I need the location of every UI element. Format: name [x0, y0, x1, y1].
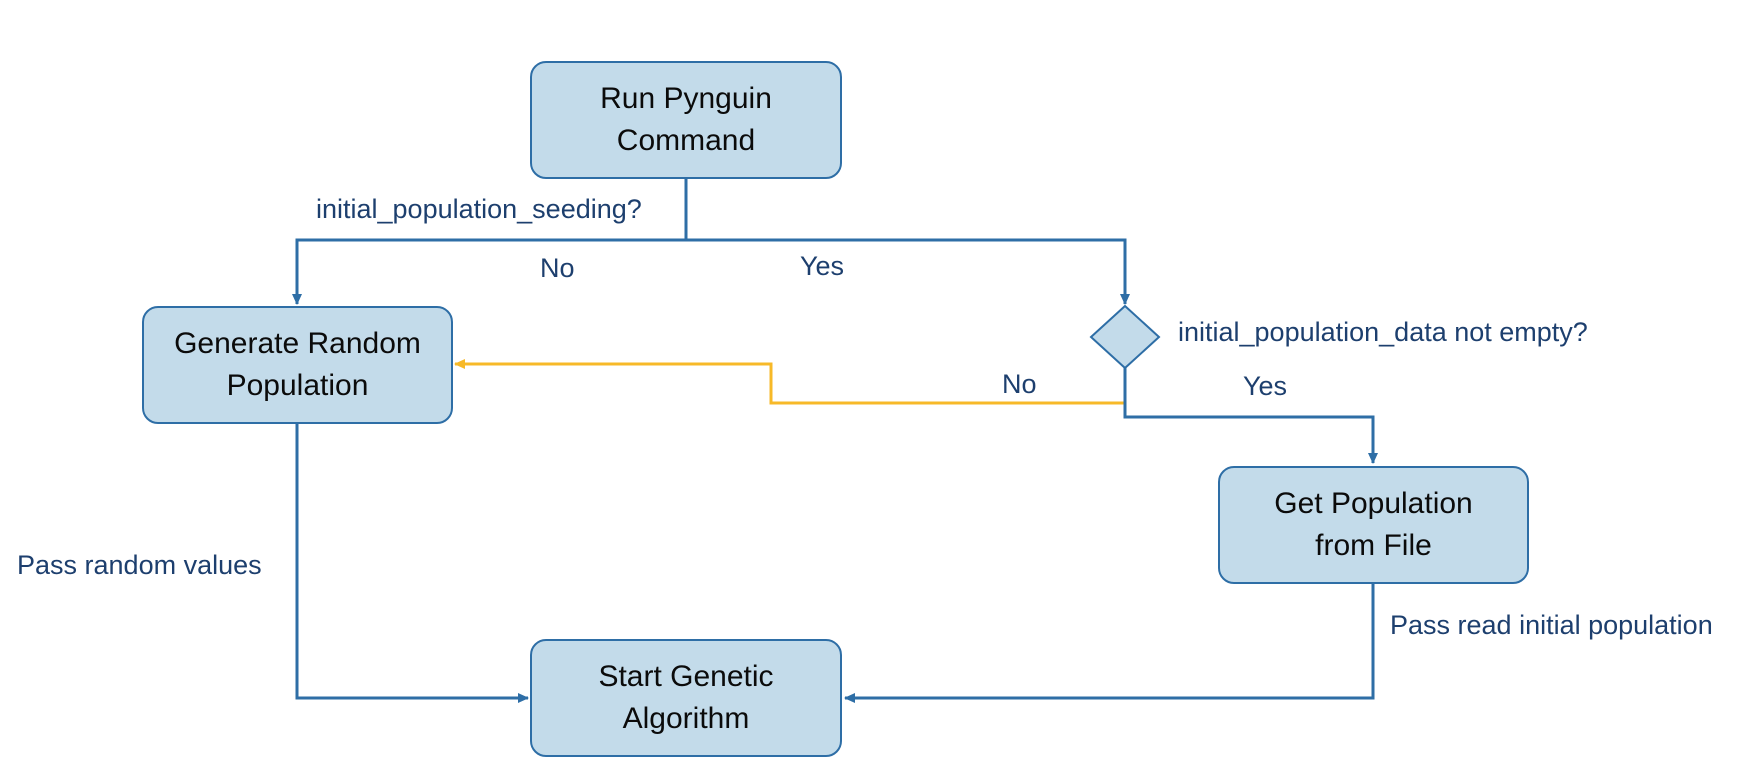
- pass-read-initial-population-label: Pass read initial population: [1390, 610, 1713, 640]
- start-genetic-algorithm-node: Start Genetic Algorithm: [530, 639, 842, 757]
- seeding-no-label: No: [540, 253, 575, 283]
- data-yes-label: Yes: [1243, 371, 1288, 401]
- start-genetic-line-1: Start Genetic: [598, 660, 774, 693]
- seeding-yes-label: Yes: [800, 251, 845, 281]
- data-question-label: initial_population_data not empty?: [1178, 317, 1588, 347]
- pass-random-values-label: Pass random values: [17, 550, 262, 580]
- seeding-question-label: initial_population_seeding?: [316, 194, 642, 224]
- data-no-label: No: [1002, 369, 1037, 399]
- connector-file-to-start: [844, 583, 1375, 703]
- run-pynguin-line-2: Command: [616, 124, 756, 157]
- connector-seeding-no: [292, 238, 686, 305]
- generate-random-population-node: Generate Random Population: [142, 306, 453, 424]
- get-population-line-1: Get Population: [1274, 487, 1473, 520]
- get-population-from-file-node: Get Population from File: [1218, 466, 1529, 584]
- start-genetic-line-2: Algorithm: [622, 702, 750, 735]
- connector-random-to-start: [295, 423, 529, 703]
- connector-data-yes: [1123, 368, 1378, 464]
- connector-seeding-yes: [686, 238, 1130, 305]
- run-pynguin-line-1: Run Pynguin: [600, 82, 772, 115]
- decision-diamond: [1089, 304, 1161, 370]
- get-population-line-2: from File: [1315, 529, 1432, 562]
- generate-random-line-2: Population: [226, 369, 369, 402]
- generate-random-line-1: Generate Random: [174, 327, 421, 360]
- run-pynguin-node: Run Pynguin Command: [530, 61, 842, 179]
